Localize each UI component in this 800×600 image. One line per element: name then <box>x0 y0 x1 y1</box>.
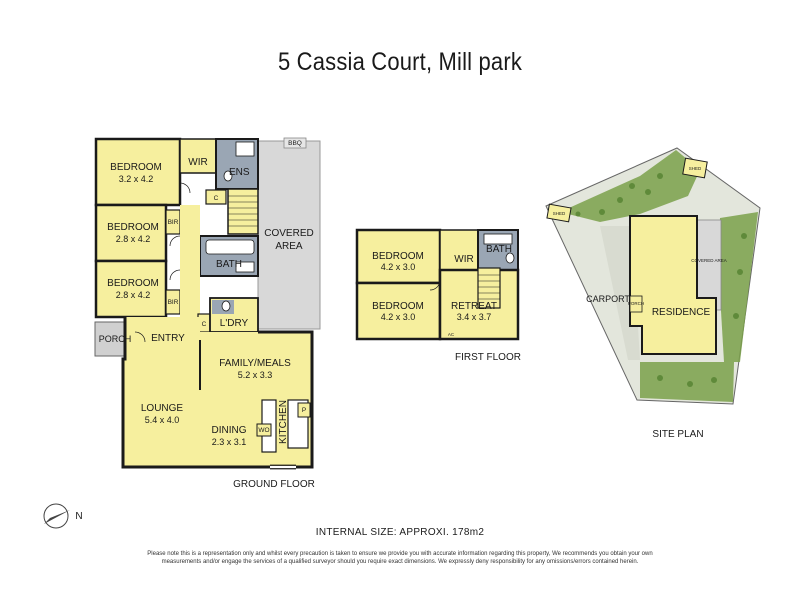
pantry <box>297 402 311 418</box>
lawn-rear <box>640 362 734 402</box>
room-label: WIR <box>188 157 207 168</box>
door-swing <box>429 279 441 291</box>
room-label: AREA <box>275 241 303 252</box>
site-label: SHED <box>553 211 566 216</box>
room-label: P <box>302 407 306 414</box>
room-dims: 4.2 x 3.0 <box>381 312 416 322</box>
room-dims: 4.2 x 3.0 <box>381 262 416 272</box>
room-label: BEDROOM <box>107 278 159 289</box>
room-label: PORCH <box>99 334 132 344</box>
bathtub <box>205 239 255 255</box>
trees <box>575 173 747 387</box>
first-floor-caption: FIRST FLOOR <box>455 352 521 363</box>
room-label: L'DRY <box>220 318 249 329</box>
site-label: CARPORT <box>586 294 630 304</box>
entry <box>125 317 200 359</box>
room-label: AC <box>448 332 455 337</box>
compass: N <box>43 503 83 529</box>
room-label: WO <box>258 427 269 434</box>
room-dims: 5.4 x 4.0 <box>145 415 180 425</box>
site-plan: RESIDENCE CARPORT PORCH COVERED AREA SHE… <box>545 147 761 440</box>
door-swing <box>134 331 146 343</box>
room-dims: 2.8 x 4.2 <box>116 234 151 244</box>
room-label: DINING <box>212 425 247 436</box>
stair-ground <box>227 188 259 235</box>
page-title: 5 Cassia Court, Mill park <box>277 48 523 76</box>
site-porch <box>629 295 643 313</box>
family-meals <box>200 332 312 399</box>
compass-label: N <box>75 511 82 522</box>
room-label: RETREAT <box>451 301 497 312</box>
room-dims: 3.4 x 3.7 <box>457 312 492 322</box>
room-label: BEDROOM <box>110 162 162 173</box>
vanity <box>235 261 255 273</box>
room-label: BEDROOM <box>107 222 159 233</box>
compass-icon <box>43 503 69 529</box>
covered-area <box>257 140 321 330</box>
ff-stair-treads <box>478 274 500 300</box>
living-outer-wall <box>121 317 314 469</box>
room-label: KITCHEN <box>278 400 289 444</box>
wall-oven <box>256 423 272 437</box>
bbq <box>283 137 307 149</box>
site-label: RESIDENCE <box>652 307 711 318</box>
lounge <box>123 359 200 467</box>
ground-floor-plan: BEDROOM 3.2 x 4.2 WIR ENS C BEDROOM 2.8 … <box>94 137 321 490</box>
room-dims: 2.8 x 4.2 <box>116 290 151 300</box>
door-swing <box>179 182 191 194</box>
ff-stair <box>477 267 501 309</box>
room-label: ENS <box>229 167 250 178</box>
door-swing <box>169 269 181 281</box>
compass-needle-icon <box>44 510 70 524</box>
site-covered-area <box>696 219 722 311</box>
room-label: COVERED <box>264 228 313 239</box>
ff-vanity <box>483 233 513 245</box>
hall <box>180 205 200 317</box>
linen-cupboard-1 <box>205 189 227 205</box>
ff-bedroom-1 <box>355 228 442 285</box>
shed-2 <box>682 157 708 179</box>
ff-bedroom-2 <box>355 281 442 341</box>
room-label: BEDROOM <box>372 301 424 312</box>
room-label: BEDROOM <box>372 251 424 262</box>
room-label: BATH <box>216 259 242 270</box>
ground-floor-caption: GROUND FLOOR <box>233 479 315 490</box>
room-label: BIR <box>168 219 179 226</box>
first-floor-plan: BEDROOM 4.2 x 3.0 WIR BATH BEDROOM 4.2 x… <box>355 228 521 363</box>
shower <box>235 141 255 157</box>
wir-ground <box>179 138 217 174</box>
site-label: PORCH <box>628 301 644 306</box>
room-label: LOUNGE <box>141 403 184 414</box>
shed-1 <box>546 203 572 223</box>
room-label: C <box>214 195 219 202</box>
room-dims: 3.2 x 4.2 <box>119 174 154 184</box>
bedroom-3 <box>94 259 168 319</box>
site-plan-caption: SITE PLAN <box>652 429 703 440</box>
toilet <box>221 300 231 312</box>
dining <box>200 399 258 467</box>
internal-size: INTERNAL SIZE: APPROXI. 178m2 <box>315 527 485 538</box>
stair-treads <box>228 195 258 227</box>
room-label: BIR <box>168 299 179 306</box>
lawn-side <box>718 212 758 362</box>
site-label: SHED <box>689 166 702 171</box>
bedroom-2 <box>94 203 168 263</box>
room-label: BATH <box>486 244 512 255</box>
room-label: FAMILY/MEALS <box>219 358 291 369</box>
residence <box>629 215 717 355</box>
door-swing <box>169 235 181 247</box>
toilet <box>223 170 233 182</box>
room-label: ENTRY <box>151 333 185 344</box>
room-dims: 5.2 x 3.3 <box>238 370 273 380</box>
site-label: COVERED AREA <box>691 258 727 263</box>
disclaimer: Please note this is a representation onl… <box>147 551 653 565</box>
room-label: C <box>202 321 207 328</box>
ff-toilet <box>505 252 515 264</box>
room-label: WIR <box>454 254 473 265</box>
room-dims: 2.3 x 3.1 <box>212 437 247 447</box>
room-label: BBQ <box>288 140 302 147</box>
